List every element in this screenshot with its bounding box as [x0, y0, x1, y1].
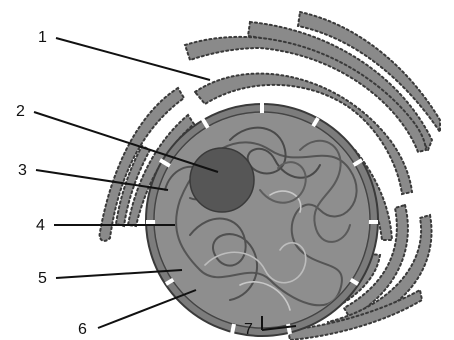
- leader-6: [98, 290, 196, 328]
- nucleoplasm: [155, 113, 369, 327]
- label-2: 2: [16, 103, 25, 120]
- label-1: 1: [38, 29, 47, 46]
- label-4: 4: [36, 217, 45, 234]
- label-5: 5: [38, 270, 47, 287]
- label-6: 6: [78, 321, 87, 338]
- label-7: 7: [244, 321, 253, 338]
- nucleolus: [190, 148, 254, 212]
- label-3: 3: [18, 162, 27, 179]
